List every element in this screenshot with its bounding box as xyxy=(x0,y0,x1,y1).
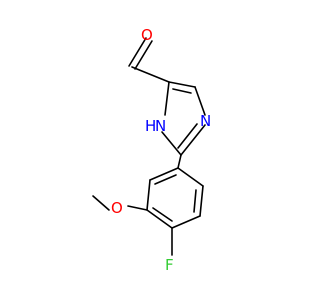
atom-label-ring-nh-n: N xyxy=(155,117,166,135)
bond-b2-b3 xyxy=(146,179,151,211)
bond-c2-phenyl xyxy=(177,154,182,169)
bond-b1-b2-inner xyxy=(154,174,177,185)
bond-c4-c5 xyxy=(168,81,196,88)
atom-label-ring-n: N xyxy=(200,112,211,130)
bond-n1-c4 xyxy=(164,81,170,116)
bond-b4-b5 xyxy=(171,215,201,229)
structure-drawing: O H N N O F xyxy=(92,26,211,274)
bond-c2-n1 xyxy=(161,131,182,156)
bond-c-o-double-b xyxy=(134,40,153,70)
bond-c-o-double-a xyxy=(128,37,147,67)
atom-label-ring-h: H xyxy=(145,117,156,135)
bond-n3-c2-inner xyxy=(177,123,198,149)
bond-b3-b4-inner xyxy=(152,207,173,222)
bond-b3-b4 xyxy=(146,209,173,229)
bond-cho-ring xyxy=(131,66,170,83)
bond-b1-b2 xyxy=(149,167,179,181)
bond-c5-n3 xyxy=(194,86,206,116)
bond-o-methyl xyxy=(92,195,110,211)
atom-label-aldehyde-o: O xyxy=(141,26,153,44)
bond-ring-methoxy-o xyxy=(127,205,148,211)
atom-label-methoxy-o: O xyxy=(111,199,123,217)
atom-label-fluorine: F xyxy=(165,256,174,274)
bond-b6-b1 xyxy=(177,167,204,187)
molecule-diagram: O H N N O F xyxy=(92,26,211,274)
bond-c4-c5-inner xyxy=(172,88,192,94)
bond-b5-b6-inner xyxy=(193,189,197,213)
bond-n3-c2 xyxy=(180,124,206,156)
bond-b5-b6 xyxy=(199,185,204,217)
